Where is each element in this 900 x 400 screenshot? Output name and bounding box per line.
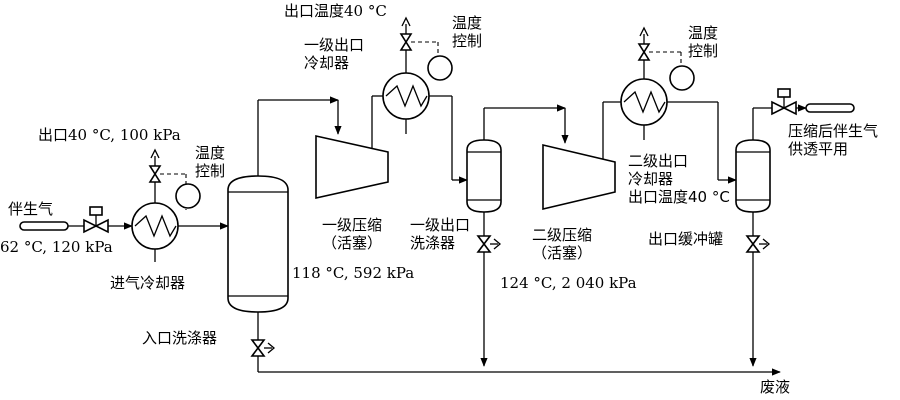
stage1-cooler-outlet-temp-label: 出口温度40 °C <box>284 2 387 20</box>
product-nozzle <box>805 103 855 113</box>
inlet-cooler <box>131 148 187 262</box>
stage1-compressor <box>315 135 389 199</box>
temperature-controller-3 <box>669 65 695 91</box>
stage1-compression-label: 一级压缩（活塞） <box>322 216 382 252</box>
temperature-controller-2 <box>427 55 453 81</box>
product-control-valve <box>771 88 797 116</box>
feed-gas-label: 伴生气 <box>8 200 53 218</box>
temperature-controller-1 <box>175 183 201 209</box>
product-gas-label: 压缩后伴生气供透平用 <box>788 122 878 158</box>
stage1-scrubber <box>466 139 502 213</box>
feed-control-valve <box>83 206 109 234</box>
stage1-scrubber-drain-valve <box>476 235 502 253</box>
stage2-cooler <box>620 26 682 140</box>
waste-liquid-label: 废液 <box>760 378 790 396</box>
stage1-scrubber-label: 一级出口洗涤器 <box>410 216 470 252</box>
process-piping <box>68 95 807 376</box>
stage2-condition-label: 124 °C, 2 040 kPa <box>500 274 637 292</box>
inlet-cooler-outlet-label: 出口40 °C, 100 kPa <box>38 126 181 144</box>
temp-control-2-label: 温度控制 <box>452 14 482 50</box>
temp-control-3-label: 温度控制 <box>688 24 718 60</box>
inlet-scrubber-drain-valve <box>250 339 276 357</box>
inlet-scrubber <box>227 175 289 313</box>
inlet-cooler-label: 进气冷却器 <box>110 274 185 292</box>
stage1-cooler <box>382 16 439 134</box>
stage2-compression-label: 二级压缩（活塞） <box>532 226 592 262</box>
feed-nozzle <box>19 221 69 231</box>
stage1-cooler-label: 一级出口冷却器 <box>304 36 364 72</box>
outlet-buffer-tank-label: 出口缓冲罐 <box>648 230 723 248</box>
stage1-condition-label: 118 °C, 592 kPa <box>292 264 414 282</box>
stage2-compressor <box>542 143 616 211</box>
outlet-buffer-tank <box>735 139 771 213</box>
diagram-labels: 伴生气 62 °C, 120 kPa 进气冷却器 出口40 °C, 100 kP… <box>0 2 878 396</box>
temp-control-1-label: 温度控制 <box>195 144 225 180</box>
feed-condition-label: 62 °C, 120 kPa <box>0 238 113 256</box>
inlet-scrubber-label: 入口洗涤器 <box>142 329 217 347</box>
stage2-cooler-label: 二级出口冷却器出口温度40 °C <box>628 152 730 206</box>
buffer-tank-drain-valve <box>745 235 771 253</box>
